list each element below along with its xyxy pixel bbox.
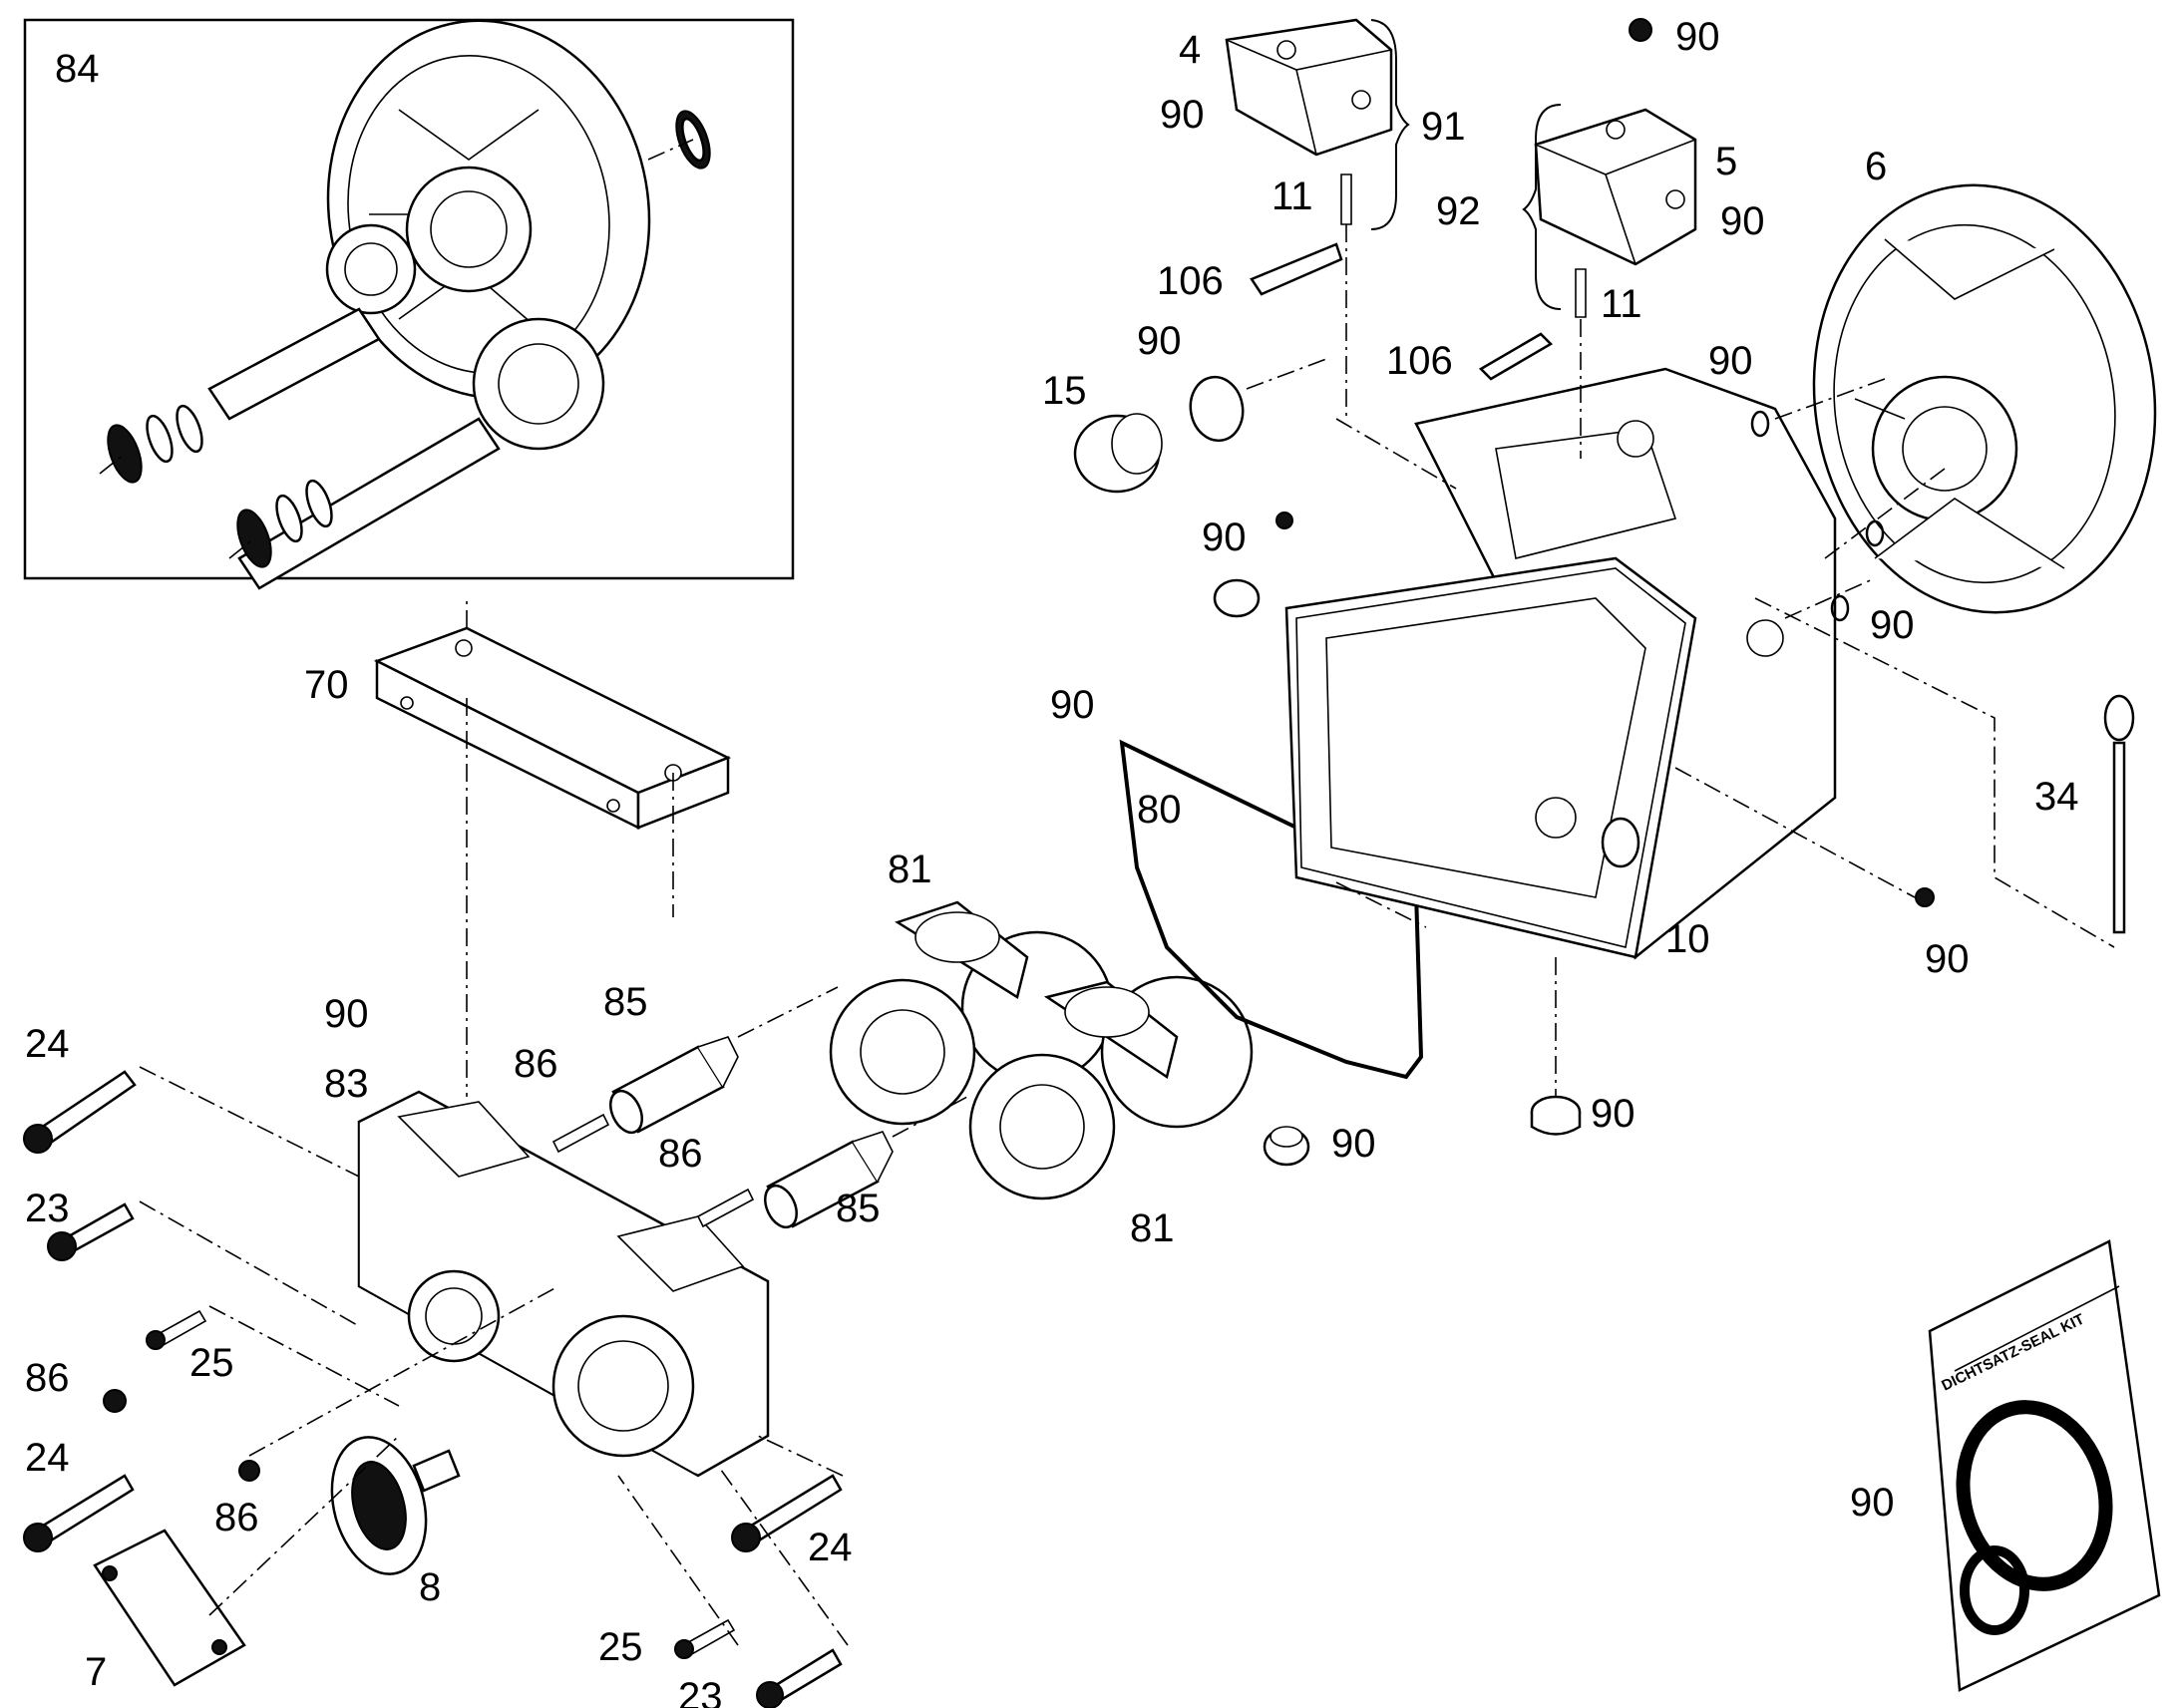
callout-81: 81 <box>888 848 932 891</box>
callout-90: 90 <box>1675 15 1720 59</box>
cover-7 <box>93 1529 246 1687</box>
callout-106: 106 <box>1157 259 1224 303</box>
solenoid-85-upper <box>609 1036 739 1135</box>
callout-34: 34 <box>2034 775 2079 819</box>
callout-5: 5 <box>1715 140 1737 183</box>
callout-23: 23 <box>678 1675 723 1708</box>
callout-10: 10 <box>1665 917 1710 961</box>
callout-90: 90 <box>1850 1481 1895 1525</box>
clutch-pack-81-upper <box>829 900 1114 1126</box>
callout-23: 23 <box>25 1187 70 1230</box>
callout-90: 90 <box>1720 199 1765 243</box>
callout-90: 90 <box>1708 339 1753 383</box>
cover-15 <box>1073 413 1163 494</box>
inset-frame <box>23 18 795 580</box>
pin-86-upper <box>551 1113 610 1154</box>
plate-70 <box>373 626 732 831</box>
o-ring-90 <box>1189 375 1245 443</box>
solenoid-85-lower <box>764 1131 894 1229</box>
callout-70: 70 <box>304 663 349 707</box>
callout-86: 86 <box>25 1356 70 1400</box>
tube-106-left <box>1250 242 1343 296</box>
callout-85: 85 <box>836 1187 881 1230</box>
plug-86-lower <box>238 1460 260 1482</box>
callout-90: 90 <box>1591 1092 1635 1136</box>
callout-91: 91 <box>1421 105 1466 149</box>
callout-85: 85 <box>603 980 648 1024</box>
valve-block-5 <box>1534 108 1697 266</box>
callout-8: 8 <box>419 1565 441 1609</box>
callout-90: 90 <box>1331 1122 1376 1166</box>
bolt-23-bottom <box>756 1648 843 1708</box>
callout-83: 83 <box>324 1062 369 1106</box>
housing-10 <box>1284 367 1837 960</box>
plug-90-gasket <box>1263 1126 1310 1167</box>
callout-90: 90 <box>324 992 369 1036</box>
callout-25: 25 <box>189 1341 234 1385</box>
callout-7: 7 <box>85 1650 107 1694</box>
callout-80: 80 <box>1137 788 1182 832</box>
callout-92: 92 <box>1436 189 1481 233</box>
plug-90-right <box>1915 887 1935 907</box>
screw-25-bottom <box>674 1618 736 1659</box>
callout-90: 90 <box>1925 937 1970 981</box>
flange-6 <box>1812 183 2157 614</box>
bolt-24-top <box>23 1070 137 1154</box>
seal-kit-bag: DICHTSATZ-SEAL KIT <box>1928 1239 2161 1692</box>
callout-90: 90 <box>1160 93 1205 137</box>
callout-4: 4 <box>1179 28 1201 72</box>
bolt-24-lower <box>23 1474 135 1552</box>
callout-6: 6 <box>1865 145 1887 188</box>
plug-90-top <box>1629 18 1652 42</box>
brace-92 <box>1522 104 1562 310</box>
plug-90-housing-top <box>1275 512 1293 529</box>
callout-81: 81 <box>1130 1206 1175 1250</box>
valve-body-83 <box>357 1090 770 1478</box>
callout-labels: 84 70 90 24 83 23 25 86 24 86 7 8 24 25 … <box>25 15 2079 1708</box>
callout-106: 106 <box>1386 339 1453 383</box>
callout-90: 90 <box>1202 515 1247 559</box>
callout-86: 86 <box>514 1042 558 1086</box>
callout-11: 11 <box>1601 282 1642 326</box>
filter-8 <box>330 1436 461 1575</box>
output-drive-assembly-inset <box>107 19 711 590</box>
callout-11: 11 <box>1272 174 1313 218</box>
pin-86-lower <box>696 1188 755 1228</box>
callout-90: 90 <box>1137 319 1182 363</box>
callout-84: 84 <box>55 47 100 91</box>
callout-90: 90 <box>1050 683 1095 727</box>
callout-86: 86 <box>658 1132 703 1176</box>
clutch-pack-81-lower <box>968 975 1254 1200</box>
plug-90-housing-left <box>1213 578 1261 618</box>
callout-25: 25 <box>598 1625 643 1669</box>
callout-24: 24 <box>25 1436 70 1480</box>
tube-106-right <box>1478 332 1554 381</box>
ring-90-flange-low <box>1830 594 1850 622</box>
ring-90-flange-top <box>1750 410 1770 438</box>
callout-24: 24 <box>25 1022 70 1066</box>
brace-91 <box>1370 19 1410 230</box>
plug-90-housing-bottom <box>1530 1095 1582 1136</box>
screw-25-left <box>146 1309 207 1350</box>
bolt-23-left <box>47 1202 135 1261</box>
valve-block-4 <box>1225 18 1393 157</box>
callout-24: 24 <box>808 1526 853 1569</box>
bolt-24-right <box>731 1474 843 1552</box>
ring-90-flange-mid <box>1865 519 1885 547</box>
pin-11-right <box>1575 268 1587 318</box>
pin-11-left <box>1340 173 1352 225</box>
callout-86: 86 <box>214 1496 259 1539</box>
callout-15: 15 <box>1042 369 1087 413</box>
dipstick-34 <box>2103 694 2135 934</box>
callout-90: 90 <box>1870 603 1915 647</box>
plug-86-left <box>103 1389 127 1413</box>
